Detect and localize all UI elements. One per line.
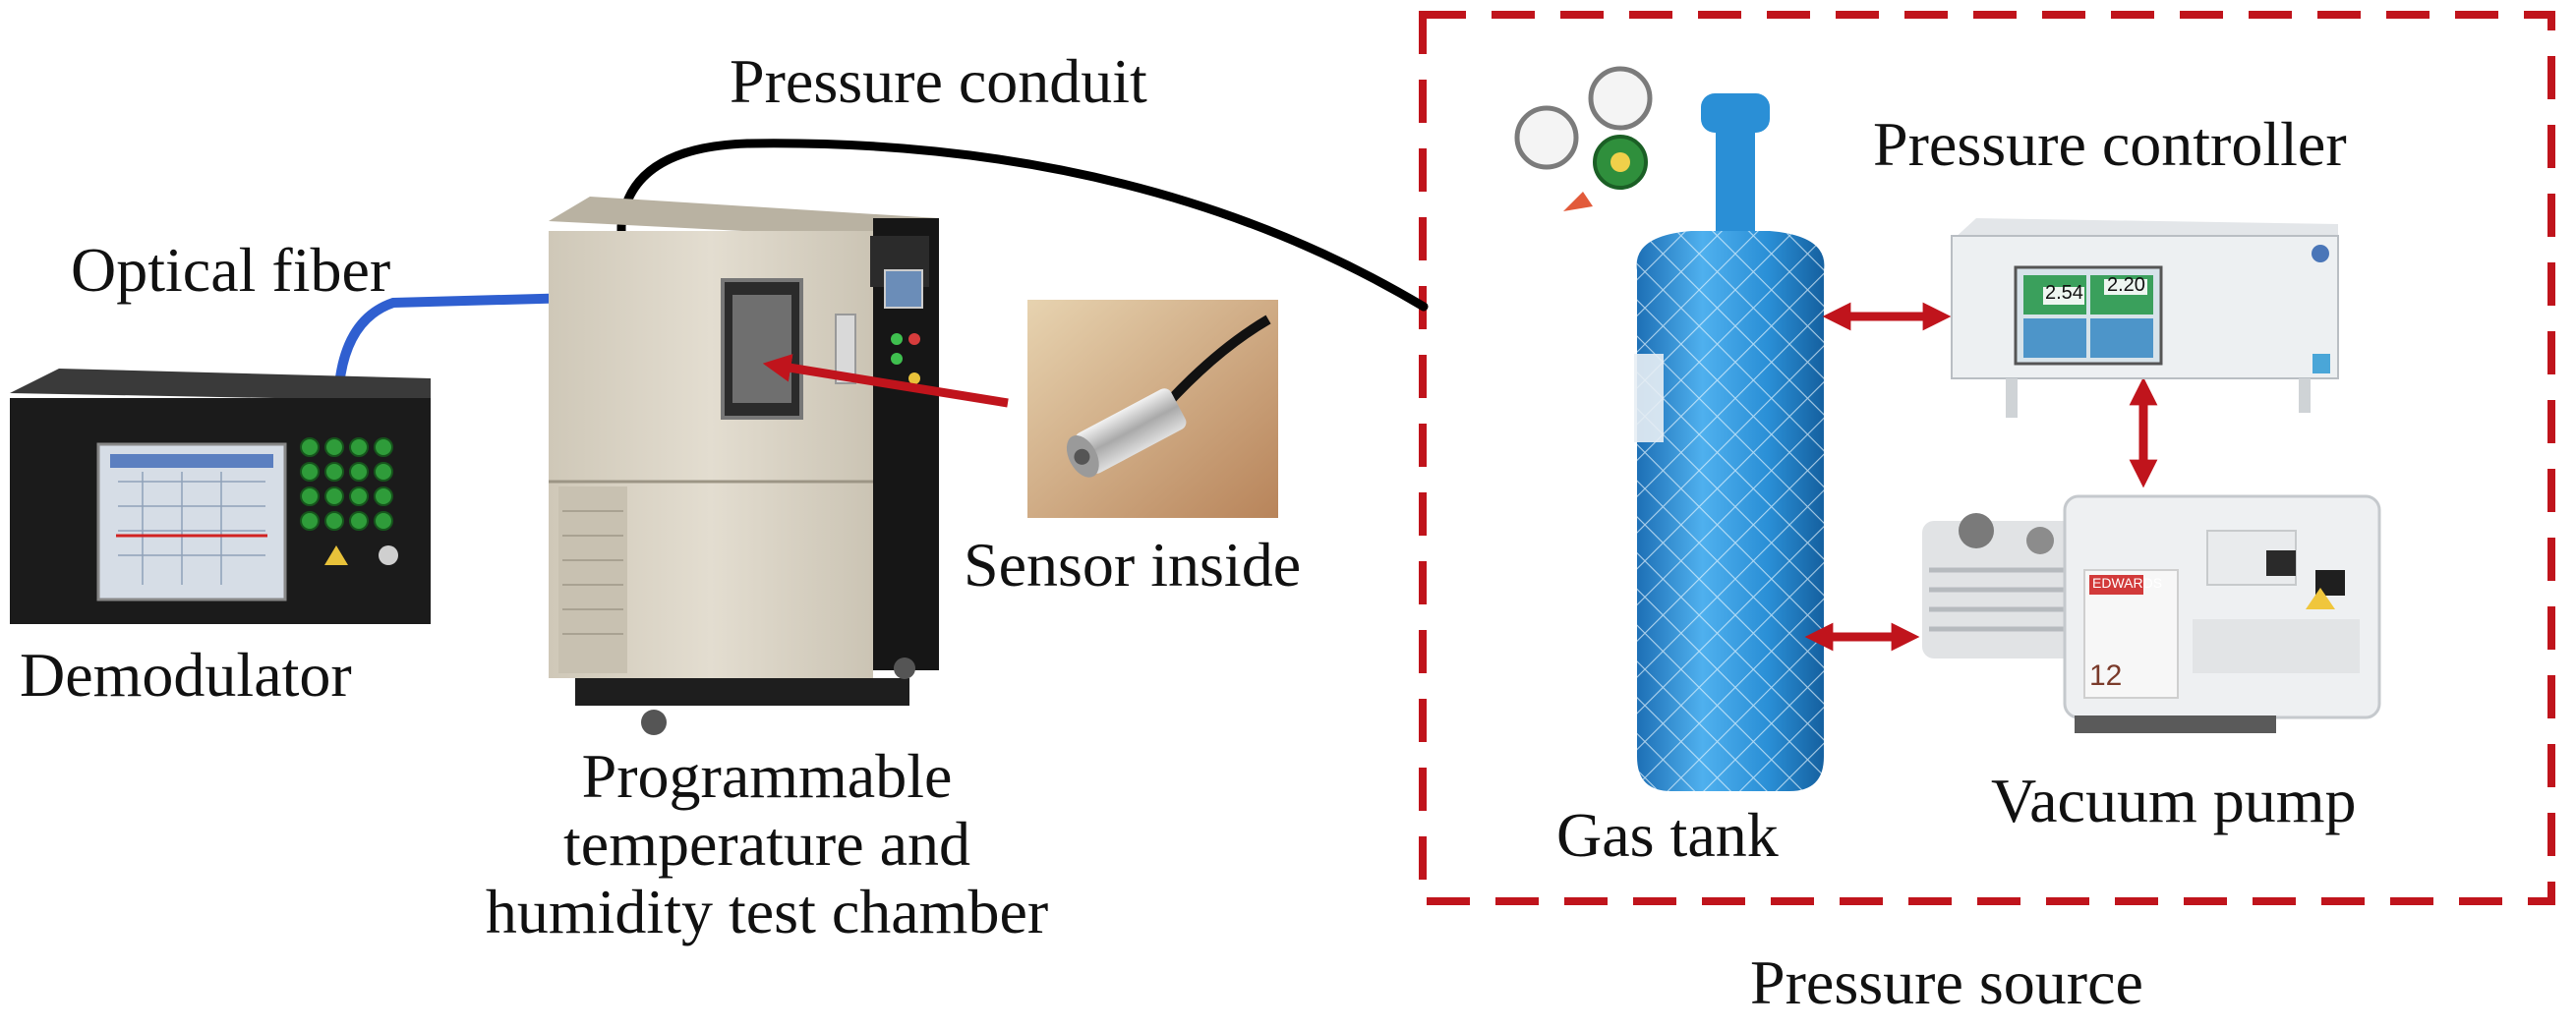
pressure-source-box bbox=[1419, 11, 2555, 905]
sensor-inside-label: Sensor inside bbox=[964, 530, 1302, 600]
pressure-conduit-line bbox=[616, 139, 1429, 312]
pressure-source-label: Pressure source bbox=[1750, 947, 2143, 1017]
chamber-label: Programmable temperature and humidity te… bbox=[403, 742, 1131, 945]
chamber-label-line-1: Programmable bbox=[581, 741, 953, 811]
demodulator-device bbox=[10, 369, 431, 624]
controller-reading-a: 2.54 bbox=[2045, 282, 2083, 304]
gas-tank-device bbox=[1514, 57, 1825, 791]
controller-reading-b: 2.20 bbox=[2107, 274, 2145, 296]
vacuum-pump-label: Vacuum pump bbox=[1991, 766, 2357, 835]
pressure-controller-label: Pressure controller bbox=[1873, 109, 2347, 179]
gas-tank-label: Gas tank bbox=[1556, 800, 1779, 870]
sensor-arrow bbox=[762, 354, 1009, 408]
vacuum-pump-device bbox=[1922, 494, 2381, 733]
chamber-label-line-3: humidity test chamber bbox=[485, 877, 1049, 947]
optical-fiber-label: Optical fiber bbox=[71, 235, 391, 305]
chamber-label-line-2: temperature and bbox=[563, 809, 970, 880]
pump-model-text: 12 bbox=[2089, 659, 2123, 692]
pressure-conduit-label: Pressure conduit bbox=[730, 46, 1147, 116]
sensor-photo bbox=[1027, 300, 1278, 518]
pump-brand-text: EDWARDS bbox=[2092, 575, 2163, 591]
demodulator-label: Demodulator bbox=[20, 640, 352, 710]
pressure-controller-device bbox=[1951, 218, 2339, 418]
test-chamber-device bbox=[549, 197, 939, 735]
